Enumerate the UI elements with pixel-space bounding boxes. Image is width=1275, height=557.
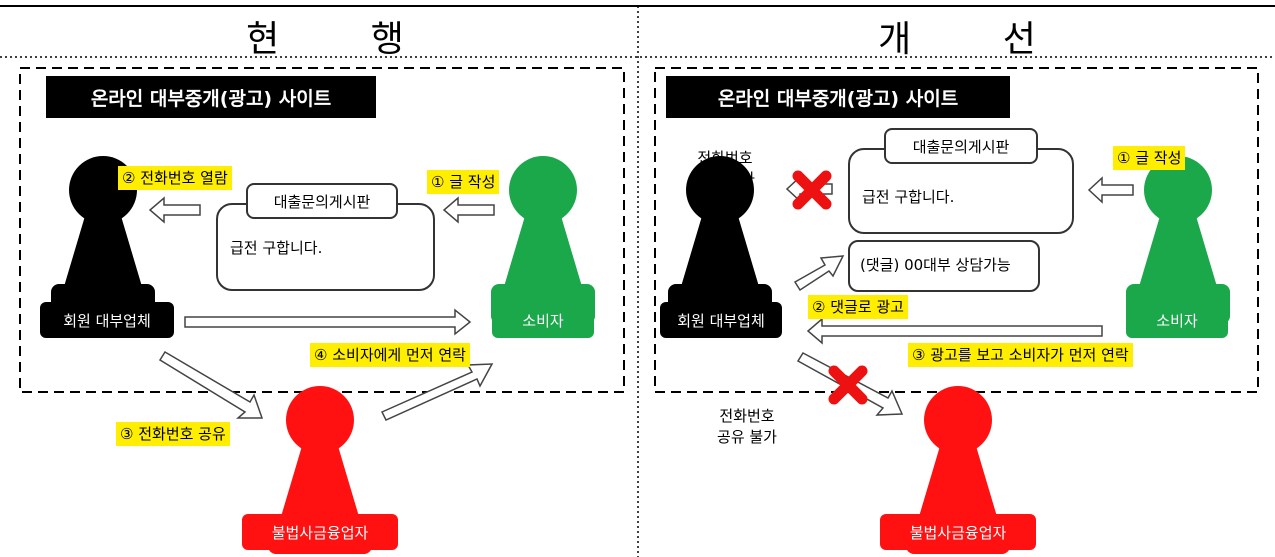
- blocked-share-line1: 전화번호: [719, 407, 775, 425]
- header-improved: 개 선: [878, 19, 1036, 60]
- header-current: 현 행: [246, 19, 404, 60]
- right-step2-label: ② 댓글로 광고: [808, 295, 908, 319]
- left-consumer-label: 소비자: [492, 302, 594, 338]
- cross-icon: [792, 170, 832, 210]
- arrow-icon: [442, 196, 495, 224]
- right-site-title: 온라인 대부중개(광고) 사이트: [666, 76, 1010, 118]
- right-reply: (댓글) 00대부 상담가능: [860, 256, 1011, 274]
- blocked-share-line2: 공유 불가: [717, 428, 777, 446]
- cross-icon: [828, 365, 868, 405]
- arrow-icon: [380, 363, 494, 421]
- arrow-icon: [148, 196, 201, 224]
- left-board-post: 급전 구합니다.: [230, 239, 323, 257]
- arrow-icon: [806, 317, 1103, 345]
- right-consumer-label: 소비자: [1126, 302, 1228, 338]
- left-member-label: 회원 대부업체: [40, 302, 174, 338]
- right-step1-label: ① 글 작성: [1113, 146, 1186, 170]
- left-step1-label: ① 글 작성: [427, 170, 500, 194]
- consumer-icon: [491, 156, 595, 324]
- left-site-title: 온라인 대부중개(광고) 사이트: [46, 76, 376, 118]
- blocked-view-line2: 열람 불가: [695, 170, 755, 188]
- left-board-title: 대출문의게시판: [246, 183, 398, 219]
- right-illegal-label: 불법사금융업자: [880, 514, 1036, 550]
- consumer-icon-right: [1126, 156, 1230, 324]
- left-step2-label: ② 전화번호 열람: [118, 166, 232, 190]
- right-blocked-view-note: 전화번호 열람 불가: [680, 148, 770, 190]
- right-board-post: 급전 구합니다.: [862, 188, 955, 206]
- arrow-icon: [184, 308, 472, 336]
- right-step3-label: ③ 광고를 보고 소비자가 먼저 연락: [908, 343, 1133, 367]
- left-step3-label: ③ 전화번호 공유: [116, 422, 230, 446]
- arrow-icon: [793, 255, 845, 292]
- left-illegal-label: 불법사금융업자: [242, 514, 398, 550]
- right-board-title: 대출문의게시판: [884, 128, 1038, 164]
- left-step4-label: ④ 소비자에게 먼저 연락: [310, 343, 470, 367]
- arrow-icon: [1087, 176, 1134, 204]
- blocked-view-line1: 전화번호: [697, 149, 753, 167]
- arrow-icon: [158, 350, 264, 419]
- right-member-label: 회원 대부업체: [660, 302, 782, 338]
- right-reply-box: [848, 240, 1040, 292]
- right-blocked-share-note: 전화번호 공유 불가: [702, 406, 792, 448]
